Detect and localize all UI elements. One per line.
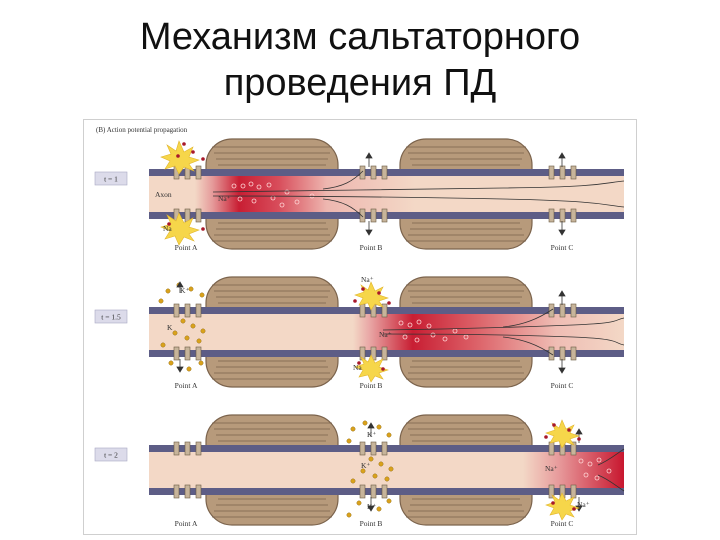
panel-1-depolarization-zone [195,176,415,212]
panel-3-point-a: Point A [175,519,198,528]
panel-2-spark-bottom [354,354,389,383]
panel-2-na-label: Na [353,363,362,372]
panel-2-point-a: Point A [175,381,198,390]
figure-caption: (B) Action potential propagation [96,126,188,134]
panel-3-k-inside-label: K⁺ [361,461,370,470]
panel-1-axon-label: Axon [155,190,172,199]
panel-2-na-top-label: Na⁺ [361,275,374,284]
panel-1-arrows [365,152,566,236]
panel-3-current-lines [597,448,625,492]
panel-1-time-box [94,171,128,186]
panel-2-point-c: Point C [551,381,574,390]
slide-title: Механизм сальтаторного проведения ПД [0,14,720,106]
panel-1-current-lines [212,170,625,218]
panel-2-depolarization-zone [353,314,624,350]
panel-3-spark-top [545,419,580,449]
panel-1-spark-bottom [160,212,200,246]
panel-t1: t = 1 [94,138,625,252]
panel-3-k-bottom-label: K⁺ [367,502,376,511]
panel-3-time-label: t = 2 [104,451,118,460]
panel-3-time-box [94,447,128,462]
panel-2-time-box [94,309,128,324]
panel-2-k-inside-label: K [167,323,173,332]
panel-2-channels [173,303,577,361]
panel-3-na-inside [578,457,612,481]
panel-1-channels [173,165,577,223]
panel-2-k-ions [158,282,206,372]
panel-2-na-inside-label: Na⁺ [379,330,392,339]
panel-1-point-a: Point A [175,243,198,252]
panel-3-point-c: Point C [551,519,574,528]
panel-3-channels [173,441,577,499]
panel-3-point-b: Point B [360,519,383,528]
title-line-2: проведения ПД [223,62,497,104]
panel-2-na-inside [398,319,469,343]
panel-2-na-ions [353,287,391,371]
panel-3-depolarization-zone [523,452,624,488]
panel-3-na-inside-label: Na⁺ [545,464,558,473]
saltatory-conduction-figure: (B) Action potential propagation t = 1 [83,119,637,535]
panel-1-spark-top [160,140,200,175]
panel-3-k-ions [346,420,394,518]
panel-1-time-label: t = 1 [104,175,118,184]
panel-t2: t = 2 [94,414,625,528]
panel-3-k-top-label: K⁺ [367,430,376,439]
panel-3-na-bottom-label: Na⁺ [577,500,590,509]
panel-2-k-top-label: K⁺ [180,286,189,295]
panel-2-arrows [176,281,566,374]
panel-1-point-b: Point B [360,243,383,252]
panel-1-na-label: Na [163,224,172,233]
panel-2-current-lines [382,308,625,356]
panel-2-time-label: t = 1.5 [101,313,121,322]
panel-3-spark-bottom [545,492,580,521]
panel-2-point-b: Point B [360,381,383,390]
panel-1-point-c: Point C [551,243,574,252]
panel-t15: t = 1.5 [94,275,625,390]
panel-1-na-ions [167,142,205,231]
panel-1-na-inside [231,181,315,208]
panel-1-na-inside-label: Na⁺ [218,194,231,203]
title-line-1: Механизм сальтаторного [139,16,581,58]
panel-3-na-ions [544,423,581,511]
